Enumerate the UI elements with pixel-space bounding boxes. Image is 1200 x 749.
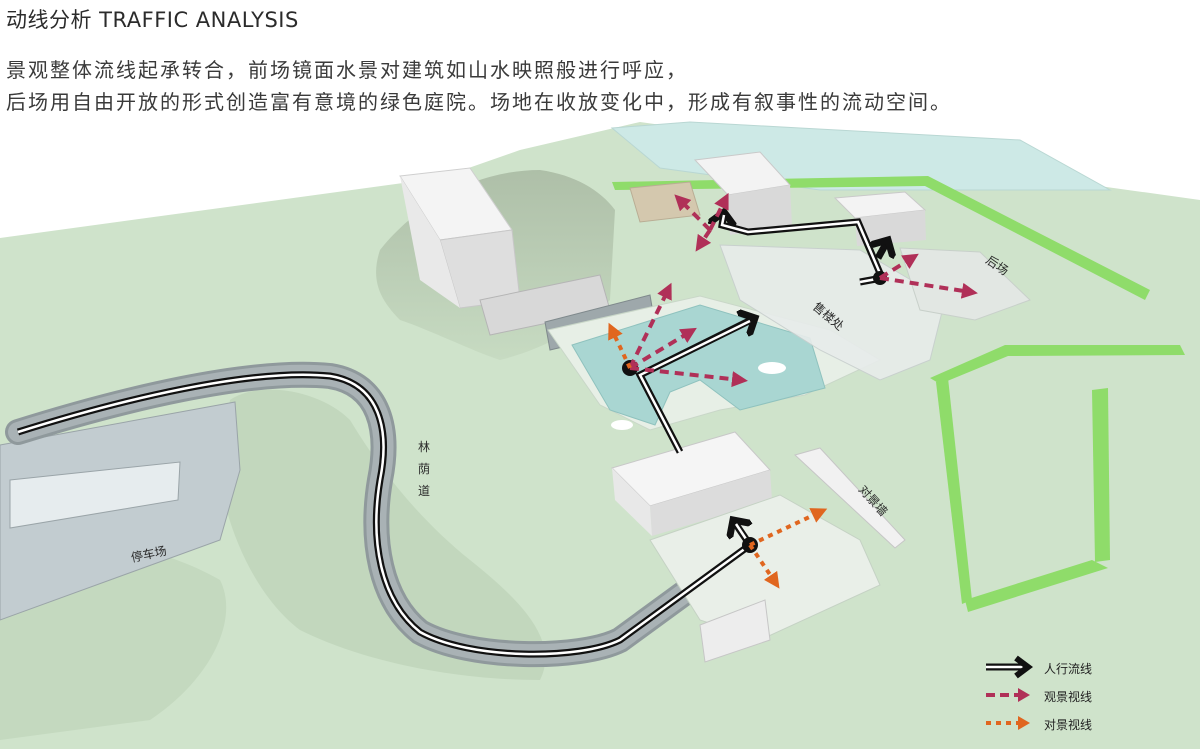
hedge-south (965, 560, 1108, 612)
hedge-east-vertical (1092, 388, 1110, 562)
parking-island (9, 461, 181, 529)
legend-label-facing: 对景视线 (1044, 718, 1093, 732)
legend-item-facing: 对景视线 (982, 710, 1182, 738)
forest-path-char-1: 林 (418, 440, 430, 454)
pedestrian-flow-main (16, 371, 753, 658)
entrance-building-front (612, 468, 652, 536)
entrance-wall (699, 599, 771, 663)
hedge-east (930, 345, 1185, 384)
facing-sightlines (608, 322, 828, 589)
tall-building-front (400, 176, 460, 308)
scenery-wall (794, 447, 906, 549)
viewing-sightlines (628, 192, 978, 388)
description-line-1: 景观整体流线起承转合，前场镜面水景对建筑如山水映照般进行呼应， (6, 58, 688, 82)
parking-label: 停车场 (130, 543, 168, 565)
forest-path-char-3: 道 (418, 484, 430, 498)
page-title: 动线分析 TRAFFIC ANALYSIS (6, 8, 299, 32)
legend-item-pedestrian: 人行流线 (982, 654, 1182, 682)
legend-label-viewing: 观景视线 (1044, 690, 1093, 704)
back-garden (629, 181, 701, 223)
legend-label-pedestrian: 人行流线 (1044, 662, 1093, 676)
back-building-1-side (728, 185, 792, 235)
facing-sightline-swatch (986, 716, 1030, 730)
entrance-court (649, 494, 881, 641)
legend: 人行流线 观景视线 对景视线 (982, 654, 1182, 738)
pedestrian-flow-swatch (986, 655, 1033, 679)
parking-lot (0, 401, 241, 621)
entrance-building-side (650, 470, 772, 536)
description-line-2: 后场用自由开放的形式创造富有意境的绿色庭院。场地在收放变化中，形成有叙事性的流动… (6, 90, 952, 114)
hedge-west (936, 378, 972, 604)
pedestrian-flow-court (635, 318, 755, 454)
legend-item-viewing: 观景视线 (982, 682, 1182, 710)
forest-path-char-2: 荫 (418, 462, 430, 476)
water-feature-disc (758, 362, 786, 374)
water-feature-disc-2 (611, 420, 633, 430)
viewing-sightline-swatch (986, 688, 1030, 702)
